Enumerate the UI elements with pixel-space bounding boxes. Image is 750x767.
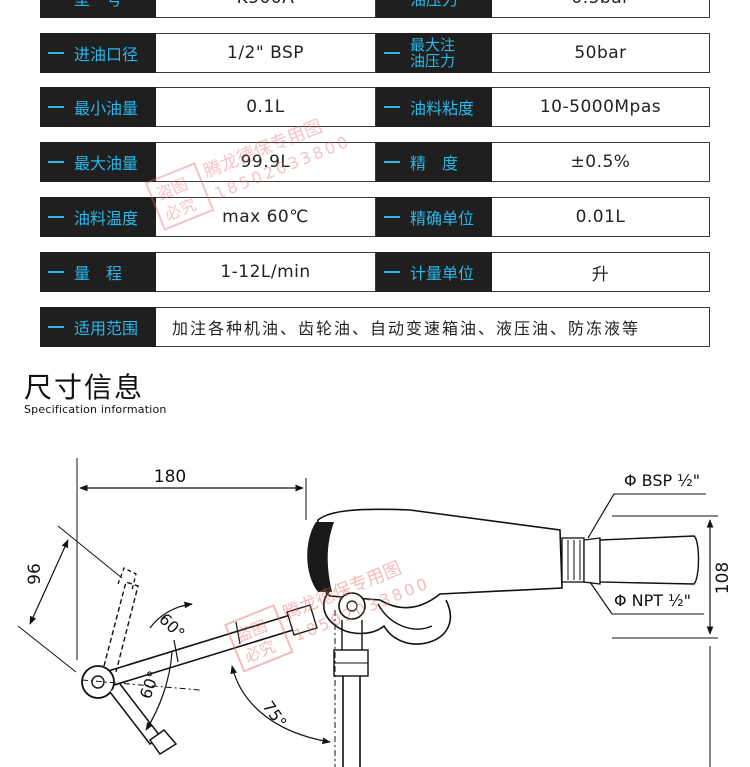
spec-value-measure-unit: 升 xyxy=(492,252,710,292)
dash-icon xyxy=(384,161,400,163)
dash-icon xyxy=(48,271,64,273)
spec-value-model: K500A xyxy=(156,0,376,18)
spec-label-application: 适用范围 xyxy=(40,307,156,347)
spec-label-oil-pressure: 油压力 xyxy=(376,0,492,18)
spec-label-temperature: 油料温度 xyxy=(40,197,156,237)
dash-icon xyxy=(48,52,64,54)
dimension-96: 96 xyxy=(17,525,123,673)
angle-60-top-label: 60° xyxy=(155,609,188,642)
spec-label-inlet: 进油口径 xyxy=(40,33,156,73)
spec-table: 型 号 K500A 油压力 0.5bar 进油口径 1/2" BSP 最大注 油… xyxy=(0,0,750,350)
dash-icon xyxy=(384,106,400,108)
dimension-drawing: 180 96 108 Φ BSP ½" Φ NPT ½" xyxy=(17,458,733,767)
angle-60-bottom-label: 60° xyxy=(136,668,164,701)
spec-value-inlet: 1/2" BSP xyxy=(156,33,376,73)
spec-label-measure-unit: 计量单位 xyxy=(376,252,492,292)
dim-108-label: 108 xyxy=(713,562,733,594)
spec-row-model: 型 号 K500A 油压力 0.5bar xyxy=(40,0,710,18)
dimension-108: 108 xyxy=(612,515,733,767)
extension-arm xyxy=(91,604,318,691)
dash-icon xyxy=(48,326,64,328)
thread-bsp-label: Φ BSP ½" xyxy=(624,471,700,490)
dim-180-label: 180 xyxy=(154,467,186,487)
spec-value-precision-unit: 0.01L xyxy=(492,197,710,237)
spec-row-flow-range: 量 程 1-12L/min 计量单位 升 xyxy=(40,252,710,292)
dimension-180: 180 xyxy=(76,458,307,660)
thread-callouts: Φ BSP ½" Φ NPT ½" xyxy=(587,471,706,615)
spec-value-max-volume: 99.9L xyxy=(156,142,376,182)
spec-row-application: 适用范围 加注各种机油、齿轮油、自动变速箱油、液压油、防冻液等 xyxy=(40,307,710,347)
spec-value-oil-pressure: 0.5bar xyxy=(492,0,710,18)
spec-row-min-volume: 最小油量 0.1L 油料粘度 10-5000Mpas xyxy=(40,87,710,127)
section-title: 尺寸信息 xyxy=(24,371,145,404)
thread-npt-label: Φ NPT ½" xyxy=(614,591,691,610)
spec-row-temperature: 油料温度 max 60℃ 精确单位 0.01L xyxy=(40,197,710,237)
dash-icon xyxy=(384,52,400,54)
section-subtitle: Specification information xyxy=(24,403,167,416)
spec-label-max-volume: 最大油量 xyxy=(40,142,156,182)
angle-75-label: 75° xyxy=(259,697,291,731)
dash-icon xyxy=(48,216,64,218)
spec-value-flow-range: 1-12L/min xyxy=(156,252,376,292)
spec-value-application: 加注各种机油、齿轮油、自动变速箱油、液压油、防冻液等 xyxy=(156,307,710,347)
dim-96-label: 96 xyxy=(25,563,45,585)
spec-row-max-volume: 最大油量 99.9L 精 度 ±0.5% xyxy=(40,142,710,182)
swivel-pipe xyxy=(333,592,369,767)
dash-icon xyxy=(48,106,64,108)
spec-value-min-volume: 0.1L xyxy=(156,87,376,127)
dash-icon xyxy=(48,161,64,163)
spec-value-max-pressure: 50bar xyxy=(492,33,710,73)
dash-icon xyxy=(384,216,400,218)
spec-label-min-volume: 最小油量 xyxy=(40,87,156,127)
dash-icon xyxy=(384,271,400,273)
spec-label-accuracy: 精 度 xyxy=(376,142,492,182)
spec-label-precision-unit: 精确单位 xyxy=(376,197,492,237)
spec-value-accuracy: ±0.5% xyxy=(492,142,710,182)
spec-label-model: 型 号 xyxy=(40,0,156,18)
spec-label-viscosity: 油料粘度 xyxy=(376,87,492,127)
spec-label-flow-range: 量 程 xyxy=(40,252,156,292)
spec-value-temperature: max 60℃ xyxy=(156,197,376,237)
nozzle-body xyxy=(307,508,700,645)
spec-value-viscosity: 10-5000Mpas xyxy=(492,87,710,127)
spec-label-max-pressure: 最大注 油压力 xyxy=(376,33,492,73)
spec-row-inlet: 进油口径 1/2" BSP 最大注 油压力 50bar xyxy=(40,33,710,73)
